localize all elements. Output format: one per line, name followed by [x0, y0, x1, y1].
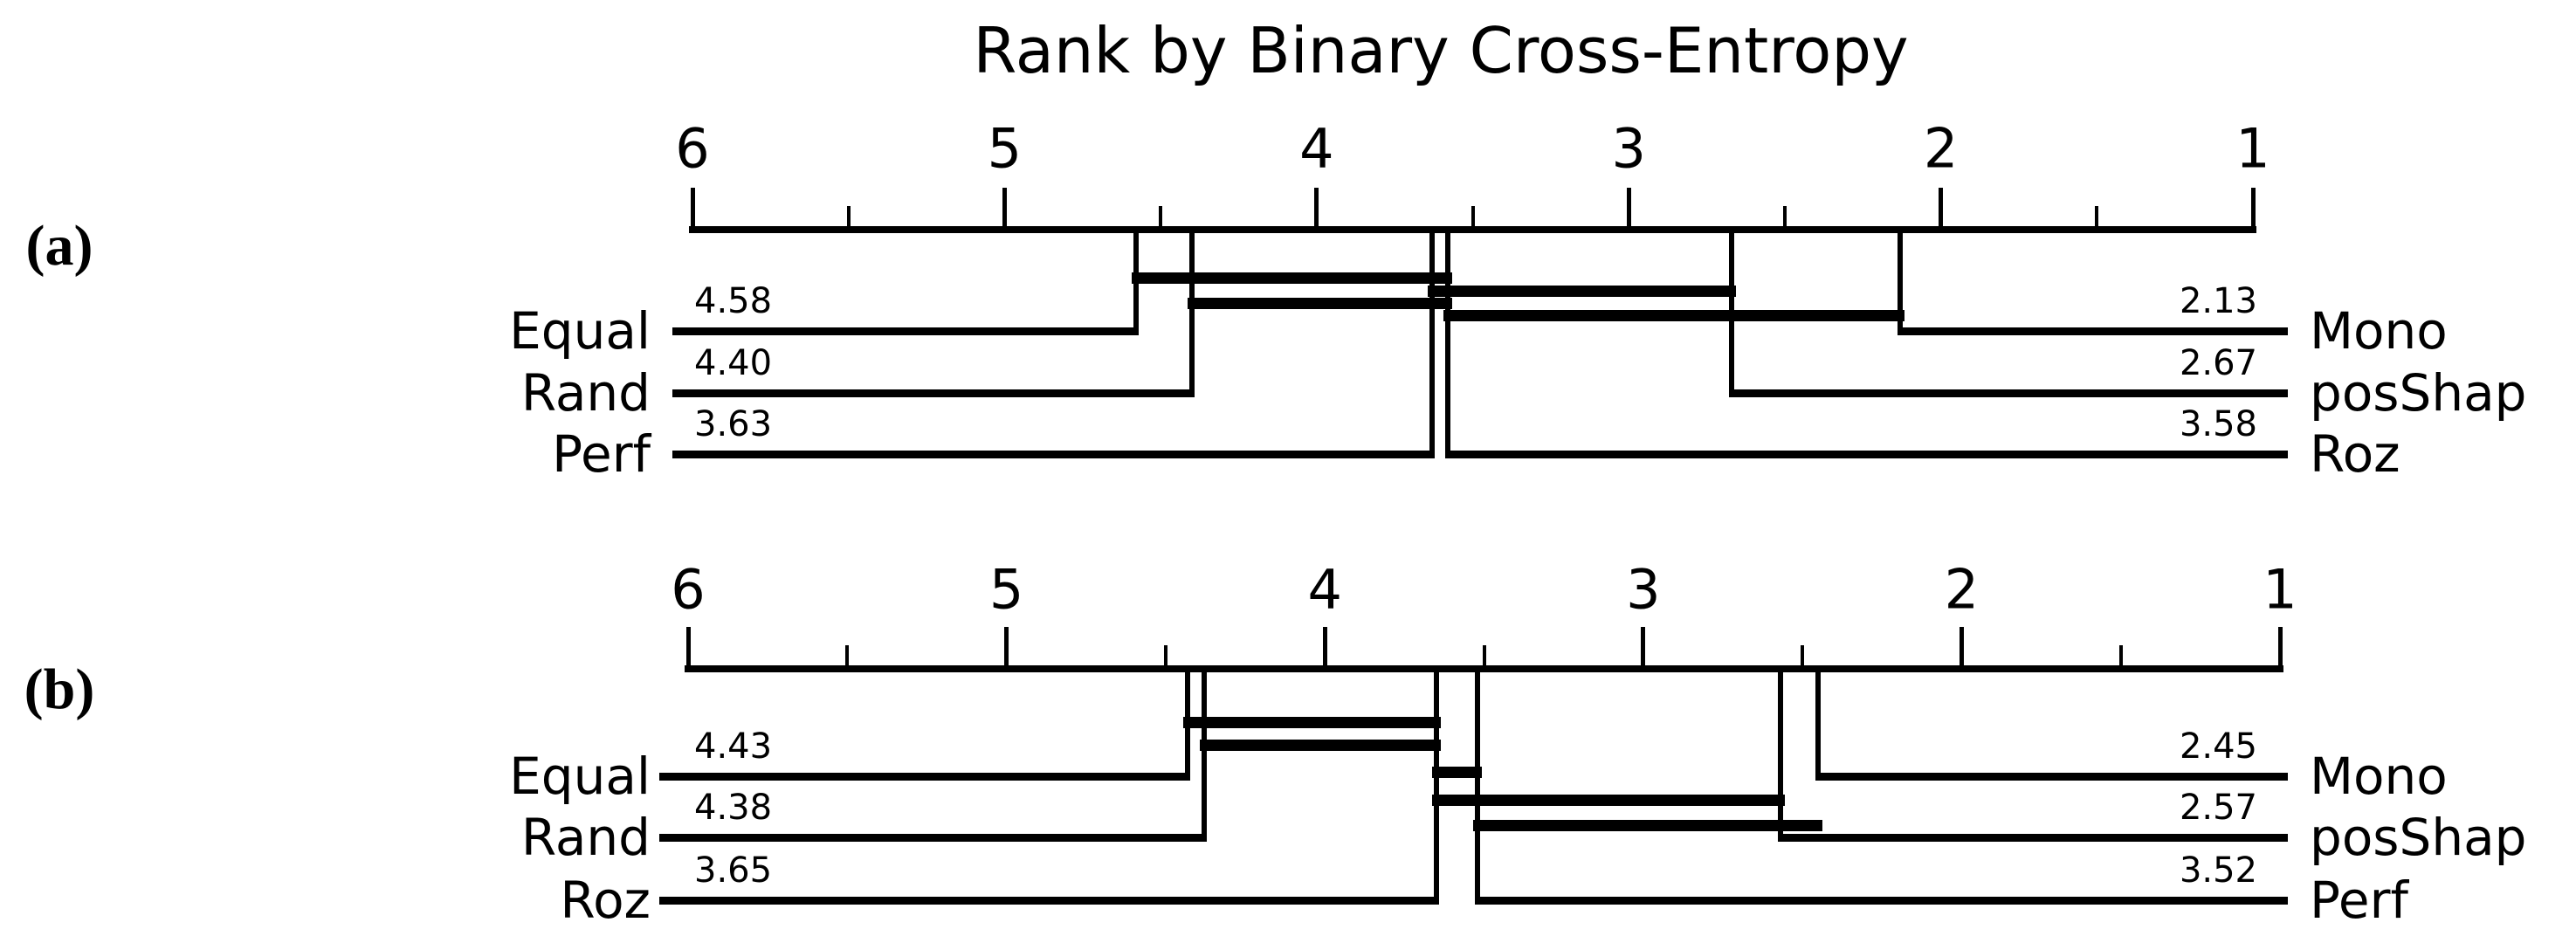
algorithm-label: Perf [552, 424, 651, 484]
algorithm-connector [1433, 669, 1439, 905]
axis-tick-label: 2 [1944, 557, 1980, 622]
axis-minor-tick [2095, 206, 2099, 230]
axis-minor-tick [1159, 206, 1163, 230]
axis-line [689, 226, 2256, 233]
axis-major-tick [2277, 627, 2283, 669]
clique-bar [1443, 309, 1905, 321]
axis-minor-tick [2118, 645, 2123, 669]
clique-bar [1131, 272, 1452, 284]
algorithm-connector [1429, 230, 1436, 458]
panel-a-label: (a) [25, 214, 93, 278]
algorithm-value: 3.65 [694, 850, 773, 891]
algorithm-label: posShap [2310, 363, 2527, 423]
axis-tick-label: 4 [1299, 116, 1334, 181]
axis-minor-tick [846, 206, 851, 230]
clique-bar [1183, 716, 1441, 728]
clique-bar [1187, 297, 1452, 309]
axis-tick-label: 6 [671, 557, 706, 622]
algorithm-row-line [1815, 772, 2288, 781]
axis-minor-tick [1782, 206, 1787, 230]
algorithm-label: Roz [2310, 424, 2400, 484]
axis-tick-label: 3 [1626, 557, 1661, 622]
algorithm-label: posShap [2310, 808, 2527, 867]
axis-tick-label: 6 [675, 116, 710, 181]
algorithm-connector [1815, 669, 1822, 781]
algorithm-value: 2.57 [2179, 788, 2257, 828]
axis-minor-tick [845, 645, 850, 669]
algorithm-value: 4.58 [694, 281, 773, 321]
algorithm-value: 3.52 [2179, 850, 2257, 891]
algorithm-value: 2.67 [2179, 343, 2257, 383]
algorithm-connector [1201, 669, 1207, 842]
algorithm-row-line [672, 450, 1436, 458]
axis-major-tick [1641, 627, 1646, 669]
axis-major-tick [1322, 627, 1327, 669]
axis-tick-label: 5 [988, 557, 1024, 622]
algorithm-value: 2.45 [2179, 726, 2257, 767]
algorithm-row-line [659, 833, 1207, 842]
axis-tick-label: 5 [987, 116, 1023, 181]
algorithm-value: 2.13 [2179, 281, 2257, 321]
clique-bar [1431, 794, 1785, 806]
algorithm-row-line [1898, 327, 2288, 335]
axis-minor-tick [1801, 645, 1805, 669]
algorithm-connector [1188, 230, 1195, 397]
axis-major-tick [1959, 627, 1964, 669]
algorithm-row-line [1777, 833, 2288, 842]
axis-tick-label: 1 [2263, 557, 2297, 622]
algorithm-label: Perf [2310, 871, 2408, 930]
algorithm-connector [1444, 230, 1450, 458]
algorithm-row-line [659, 772, 1191, 781]
algorithm-label: Mono [2310, 301, 2448, 361]
clique-bar [1428, 285, 1737, 297]
figure-title: Rank by Binary Cross-Entropy [973, 14, 1909, 87]
axis-minor-tick [1471, 206, 1475, 230]
axis-major-tick [1626, 188, 1631, 230]
axis-tick-label: 3 [1611, 116, 1646, 181]
algorithm-connector [1777, 669, 1783, 842]
algorithm-row-line [1475, 896, 2288, 905]
algorithm-row-line [1729, 389, 2288, 397]
algorithm-connector [1475, 669, 1481, 905]
algorithm-value: 4.38 [694, 788, 773, 828]
clique-bar [1199, 739, 1441, 751]
algorithm-row-line [672, 327, 1139, 335]
algorithm-value: 3.58 [2179, 404, 2257, 444]
algorithm-label: Rand [520, 363, 651, 423]
algorithm-row-line [672, 389, 1195, 397]
axis-line [685, 665, 2283, 672]
algorithm-connector [1898, 230, 1904, 335]
algorithm-row-line [659, 896, 1439, 905]
panel-b-label: (b) [24, 657, 95, 721]
axis-tick-label: 2 [1923, 116, 1959, 181]
axis-major-tick [2250, 188, 2256, 230]
axis-minor-tick [1163, 645, 1167, 669]
algorithm-label: Mono [2310, 747, 2448, 806]
clique-bar [1473, 819, 1823, 831]
axis-major-tick [1314, 188, 1319, 230]
algorithm-label: Equal [509, 301, 651, 361]
axis-tick-label: 4 [1307, 557, 1342, 622]
axis-major-tick [685, 627, 691, 669]
algorithm-label: Equal [509, 747, 651, 806]
axis-major-tick [1939, 188, 1944, 230]
algorithm-value: 3.63 [694, 404, 773, 444]
clique-bar [1431, 766, 1483, 778]
axis-major-tick [1004, 627, 1009, 669]
axis-minor-tick [1482, 645, 1486, 669]
axis-tick-label: 1 [2235, 116, 2270, 181]
algorithm-label: Roz [560, 871, 651, 930]
algorithm-value: 4.43 [694, 726, 773, 767]
axis-major-tick [1002, 188, 1007, 230]
axis-major-tick [690, 188, 695, 230]
algorithm-row-line [1444, 450, 2288, 458]
algorithm-value: 4.40 [694, 343, 773, 383]
algorithm-label: Rand [520, 808, 651, 867]
